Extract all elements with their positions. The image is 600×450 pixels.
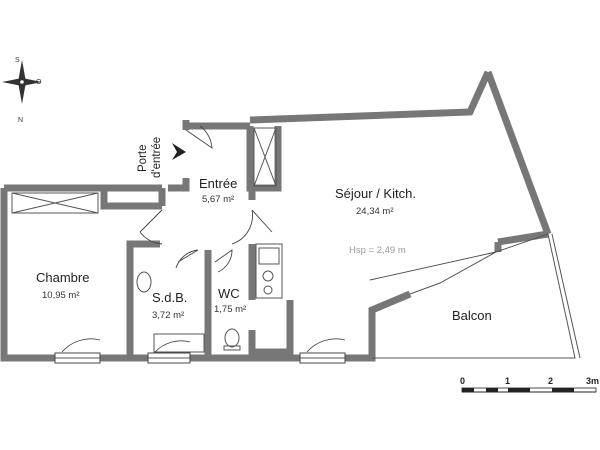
fixtures (11, 127, 581, 359)
scale-tick-3: 3m (586, 376, 599, 386)
room-entree-name: Entrée (199, 176, 237, 191)
scale-bar: 0 1 2 3m (460, 376, 599, 393)
scale-tick-0: 0 (460, 376, 465, 386)
room-balcon-name: Balcon (452, 308, 492, 323)
toilet (224, 328, 240, 348)
compass-o-label: O (36, 79, 42, 86)
hob (262, 270, 274, 282)
scale-tick-1: 1 (505, 376, 510, 386)
doors (139, 125, 497, 281)
walls (0, 70, 552, 362)
entry-closet (253, 127, 277, 187)
entrance-label: Porte d'entrée (137, 137, 163, 178)
room-sejour-name: Séjour / Kitch. (335, 186, 416, 201)
entrance-arrow-icon (172, 143, 186, 160)
room-chambre-name: Chambre (36, 270, 89, 285)
scale-tick-2: 2 (548, 376, 553, 386)
compass-rose: S O N (2, 57, 42, 124)
room-sdb-name: S.d.B. (152, 290, 187, 305)
windows (54, 338, 346, 364)
room-sejour-area: 24,34 m² (356, 206, 394, 217)
room-wc-name: WC (218, 286, 240, 301)
sink (258, 247, 280, 265)
washbasin (136, 271, 152, 293)
compass-s-label: S (15, 57, 20, 64)
entrance-line2: d'entrée (151, 137, 163, 178)
balcony-outline (372, 233, 576, 359)
wardrobe (11, 192, 99, 214)
entrance-line1: Porte (137, 145, 149, 173)
room-sdb-area: 3,72 m² (152, 310, 184, 321)
room-wc-area: 1,75 m² (214, 304, 246, 315)
bathtub (153, 333, 205, 353)
room-chambre-area: 10,95 m² (42, 290, 80, 301)
compass-n-label: N (18, 117, 23, 124)
kitchen-counter (255, 243, 283, 299)
hsp-label: Hsp = 2,49 m (349, 245, 406, 256)
room-entree-area: 5,67 m² (202, 194, 234, 205)
